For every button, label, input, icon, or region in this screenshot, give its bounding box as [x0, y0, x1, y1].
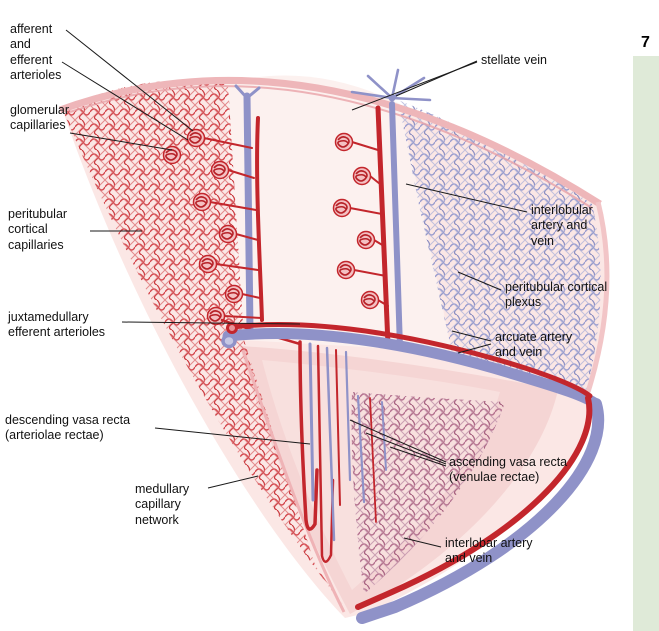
label-peritubular-cortical-plexus: peritubular cortical plexus — [505, 280, 608, 310]
vasa-recta — [220, 318, 387, 563]
peritubular-cortical-capillaries-mesh — [62, 80, 344, 606]
label-interlobar-artery-and-vein: interlobar artery and vein — [445, 536, 533, 566]
label-peritubular-cortical-capillaries: peritubular cortical capillaries — [8, 207, 68, 252]
label-glomerular-capillaries: glomerular capillaries — [10, 103, 70, 133]
leader-lines — [61, 29, 528, 548]
label-medullary-capillary-network: medullary capillary network — [135, 482, 190, 527]
interlobular-vessels-right — [349, 68, 432, 351]
interlobular-vessels-left — [203, 84, 264, 334]
peritubular-cortical-plexus-mesh — [398, 100, 601, 392]
label-juxtamedullary-efferent-arterioles: juxtamedullary efferent arterioles — [8, 310, 106, 340]
label-interlobular-artery-and-vein: interlobular artery and vein — [531, 203, 593, 248]
label-stellate-vein: stellate vein — [481, 53, 548, 67]
label-afferent-efferent-arterioles: afferent and efferent arterioles — [10, 22, 62, 82]
interlobar-vessels — [355, 395, 605, 624]
label-ascending-vasa-recta: ascending vasa recta (venulae rectae) — [449, 455, 568, 485]
renal-capsule — [58, 76, 610, 613]
label-descending-vasa-recta: descending vasa recta (arteriolae rectae… — [5, 413, 131, 443]
page-number: 7 — [641, 34, 650, 51]
label-arcuate-artery-and-vein: arcuate artery and vein — [495, 330, 573, 360]
arcuate-vessels — [221, 322, 602, 410]
page-margin-bar — [633, 56, 659, 631]
